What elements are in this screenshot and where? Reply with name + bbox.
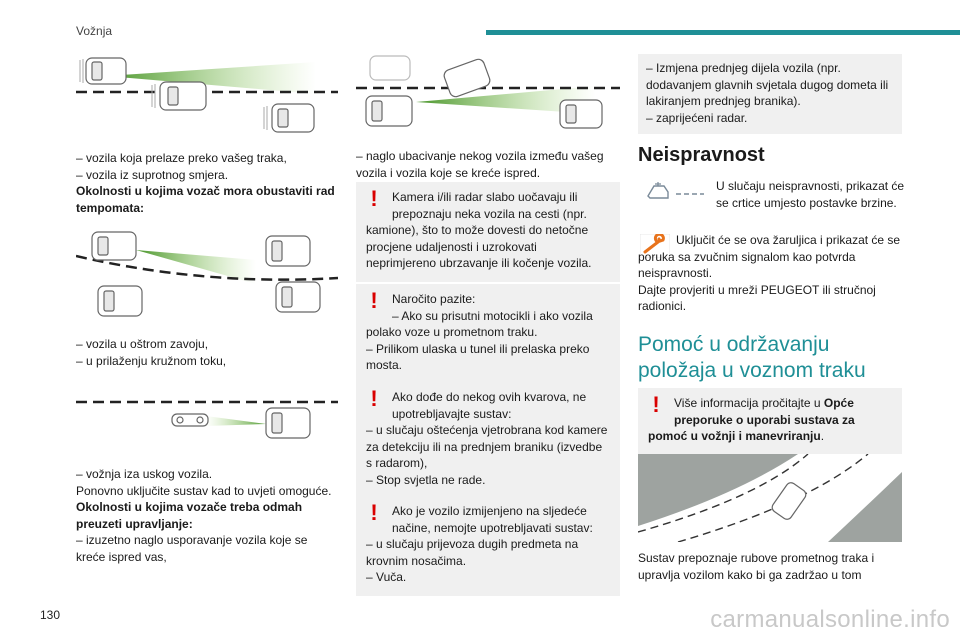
- figure-cut-in: [356, 55, 620, 129]
- fault-text-after: Dajte provjeriti u mreži PEUGEOT ili str…: [638, 282, 876, 314]
- figure-lane-keeping: [638, 454, 902, 542]
- warning-3-line2: – u slučaju oštećenja vjetrobrana kod ka…: [366, 423, 608, 470]
- motorcycle-icon: [171, 413, 209, 427]
- header-accent-bar: [486, 30, 960, 35]
- warning-text-1: Kamera i/ili radar slabo uočavaju ili pr…: [366, 190, 592, 270]
- figure-lane-overtaking: [76, 57, 338, 133]
- figure-sharp-bend: [76, 231, 338, 317]
- page-number: 130: [40, 608, 61, 622]
- lane-keeping-text: Sustav prepoznaje rubove prometnog traka…: [638, 551, 875, 582]
- warning-2-line1: Naročito pazite:: [392, 292, 476, 306]
- info-box-line1: – Izmjena prednjeg dijela vozila (npr. d…: [646, 61, 889, 108]
- warning-box-2: ! Naročito pazite: – Ako su prisutni mot…: [356, 284, 620, 384]
- heading-fault: Neispravnost: [638, 144, 765, 166]
- warning-box-5: ! Više informacija pročitajte u Opće pre…: [638, 388, 902, 455]
- warning-5-pre: Više informacija pročitajte u: [674, 396, 824, 410]
- car-icon: [91, 231, 321, 317]
- warning-3-line3: – Stop svjetla ne rade.: [366, 472, 486, 487]
- warning-box-3: ! Ako dođe do nekog ovih kvarova, ne upo…: [356, 382, 620, 498]
- warning-2-line3: – Prilikom ulaska u tunel ili prelaska p…: [366, 341, 590, 373]
- car-icon: [771, 482, 807, 520]
- col2-text1: – naglo ubacivanje nekog vozila između v…: [356, 149, 604, 180]
- heading-lane-keeping: Pomoć u održavanju položaja u voznom tra…: [638, 333, 866, 382]
- col1-text2-line1: – vozila u oštrom zavoju,: [76, 337, 209, 351]
- warning-4-line2: – u slučaju prijevoza dugih predmeta na …: [366, 537, 579, 568]
- warning-box-4: ! Ako je vozilo izmijenjeno na sljedeće …: [356, 496, 620, 596]
- exclamation-icon: !: [370, 386, 378, 411]
- col1-bold2: Okolnosti u kojima vozače treba odmah pr…: [76, 500, 303, 531]
- warning-4-line1: Ako je vozilo izmijenjeno na sljedeće na…: [392, 504, 593, 535]
- warning-2-line2: – Ako su prisutni motocikli i ako vozila…: [366, 308, 593, 340]
- car-icon: [265, 407, 311, 439]
- watermark: carmanualsonline.info: [710, 606, 950, 633]
- fault-text-2: Uključit će se ova žaruljica i prikazat …: [638, 233, 901, 280]
- exclamation-icon: !: [370, 288, 378, 313]
- col1-text2-line2: – u prilaženju kružnom toku,: [76, 353, 227, 368]
- col1-text3-line1: – vožnja iza uskog vozila.: [76, 467, 213, 481]
- info-box-continued: – Izmjena prednjeg dijela vozila (npr. d…: [638, 54, 902, 134]
- wrench-warning-icon: [640, 234, 670, 258]
- car-icon: [85, 57, 315, 133]
- fault-text-1: U slučaju neispravnosti, prikazat će se …: [716, 179, 905, 210]
- col1-text1-line2: – vozila iz suprotnog smjera.: [76, 167, 229, 182]
- car-icon: [365, 55, 603, 129]
- warning-5-bold: Opće preporuke o uporabi sustava za pomo…: [648, 396, 855, 443]
- exclamation-icon: !: [652, 392, 660, 417]
- exclamation-icon: !: [370, 500, 378, 525]
- col1-text3-line2: Ponovno uključite sustav kad to uvjeti o…: [76, 483, 332, 498]
- page-header-title: Vožnja: [76, 24, 113, 38]
- col1-bold1: Okolnosti u kojima vozač mora obustaviti…: [76, 184, 335, 215]
- info-box-line2: – zaprijećeni radar.: [646, 110, 748, 125]
- warning-box-1: ! Kamera i/ili radar slabo uočavaju ili …: [356, 182, 620, 282]
- warning-3-line1: Ako dođe do nekog ovih kvarova, ne upotr…: [392, 390, 587, 421]
- speed-dashes-icon: [647, 182, 704, 199]
- warning-4-line3: – Vuča.: [366, 570, 407, 584]
- exclamation-icon: !: [370, 186, 378, 211]
- figure-narrow-vehicle: [76, 400, 338, 439]
- col1-text4-line1: – izuzetno naglo usporavanje vozila koje…: [76, 533, 308, 564]
- col1-text1-line1: – vozila koja prelaze preko vašeg traka,: [76, 151, 287, 165]
- warning-5-post: .: [820, 429, 825, 443]
